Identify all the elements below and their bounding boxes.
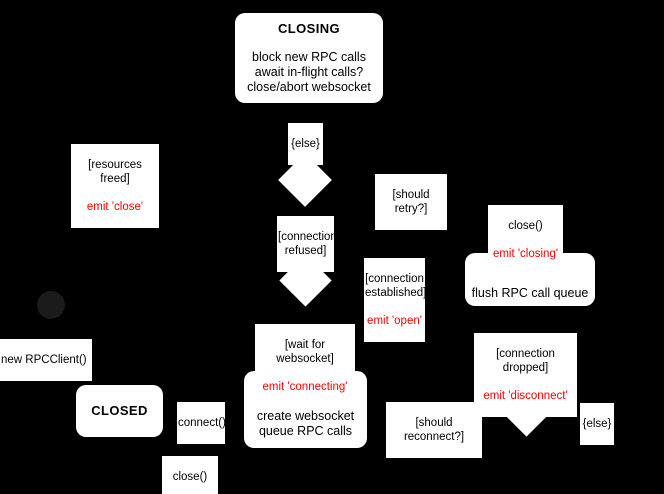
state-node-closing[interactable]: CLOSING block new RPC calls await in-fli… bbox=[235, 13, 383, 103]
transition-label-else-top: {else} bbox=[288, 123, 323, 165]
guard-text: [resources freed] bbox=[88, 159, 142, 185]
guard-text: close() bbox=[508, 220, 543, 232]
guard-text: [wait for websocket] bbox=[276, 339, 334, 365]
effect-text: emit 'open' bbox=[367, 315, 422, 327]
transition-label-close-close: close() emit 'close' bbox=[162, 456, 218, 494]
state-title-closing: CLOSING bbox=[277, 21, 341, 36]
transition-label-else-bottom: {else} bbox=[580, 403, 614, 445]
guard-text: connect() bbox=[178, 417, 226, 429]
effect-text: emit 'close' bbox=[86, 201, 144, 213]
state-node-closed[interactable]: CLOSED bbox=[76, 385, 163, 437]
transition-label-wait-websocket: [wait for websocket] emit 'connecting' bbox=[255, 324, 355, 408]
effect-text: emit 'connecting' bbox=[262, 381, 348, 393]
guard-text: {else} bbox=[291, 138, 320, 150]
state-title-closed: CLOSED bbox=[91, 403, 148, 418]
state-body-closing: block new RPC calls await in-flight call… bbox=[247, 50, 371, 94]
guard-text: [connection dropped] bbox=[496, 348, 555, 374]
effect-text: emit 'disconnect' bbox=[483, 390, 568, 402]
transition-label-should-reconnect: [should reconnect?] bbox=[386, 402, 482, 458]
guard-text: {else} bbox=[582, 418, 612, 430]
guard-text: [connection refused] bbox=[278, 231, 337, 257]
transition-label-should-retry: [should retry?] bbox=[375, 174, 447, 230]
transition-label-close-closing: close() emit 'closing' bbox=[488, 205, 563, 275]
guard-text: [should reconnect?] bbox=[403, 417, 465, 443]
guard-text: [should retry?] bbox=[392, 189, 430, 215]
transition-label-connection-refused: [connection refused] bbox=[277, 216, 337, 272]
initial-state-circle-icon bbox=[37, 291, 65, 319]
transition-label-connect: connect() bbox=[177, 402, 226, 444]
state-body-open: flush RPC call queue bbox=[471, 285, 589, 300]
guard-text: [connection established] bbox=[365, 273, 427, 299]
transition-label-connection-established: [connection established] emit 'open' bbox=[364, 258, 427, 342]
effect-text: emit 'closing' bbox=[492, 248, 559, 260]
transition-label-resources-freed: [resources freed] emit 'close' bbox=[71, 144, 159, 228]
guard-text: close() bbox=[172, 471, 208, 483]
transition-label-connection-dropped: [connection dropped] emit 'disconnect' bbox=[474, 333, 577, 417]
state-body-connecting: create websocket queue RPC calls bbox=[256, 409, 355, 438]
guard-text: new RPCClient() bbox=[1, 354, 87, 366]
transition-label-new-rpcclient: new RPCClient() bbox=[0, 339, 92, 381]
